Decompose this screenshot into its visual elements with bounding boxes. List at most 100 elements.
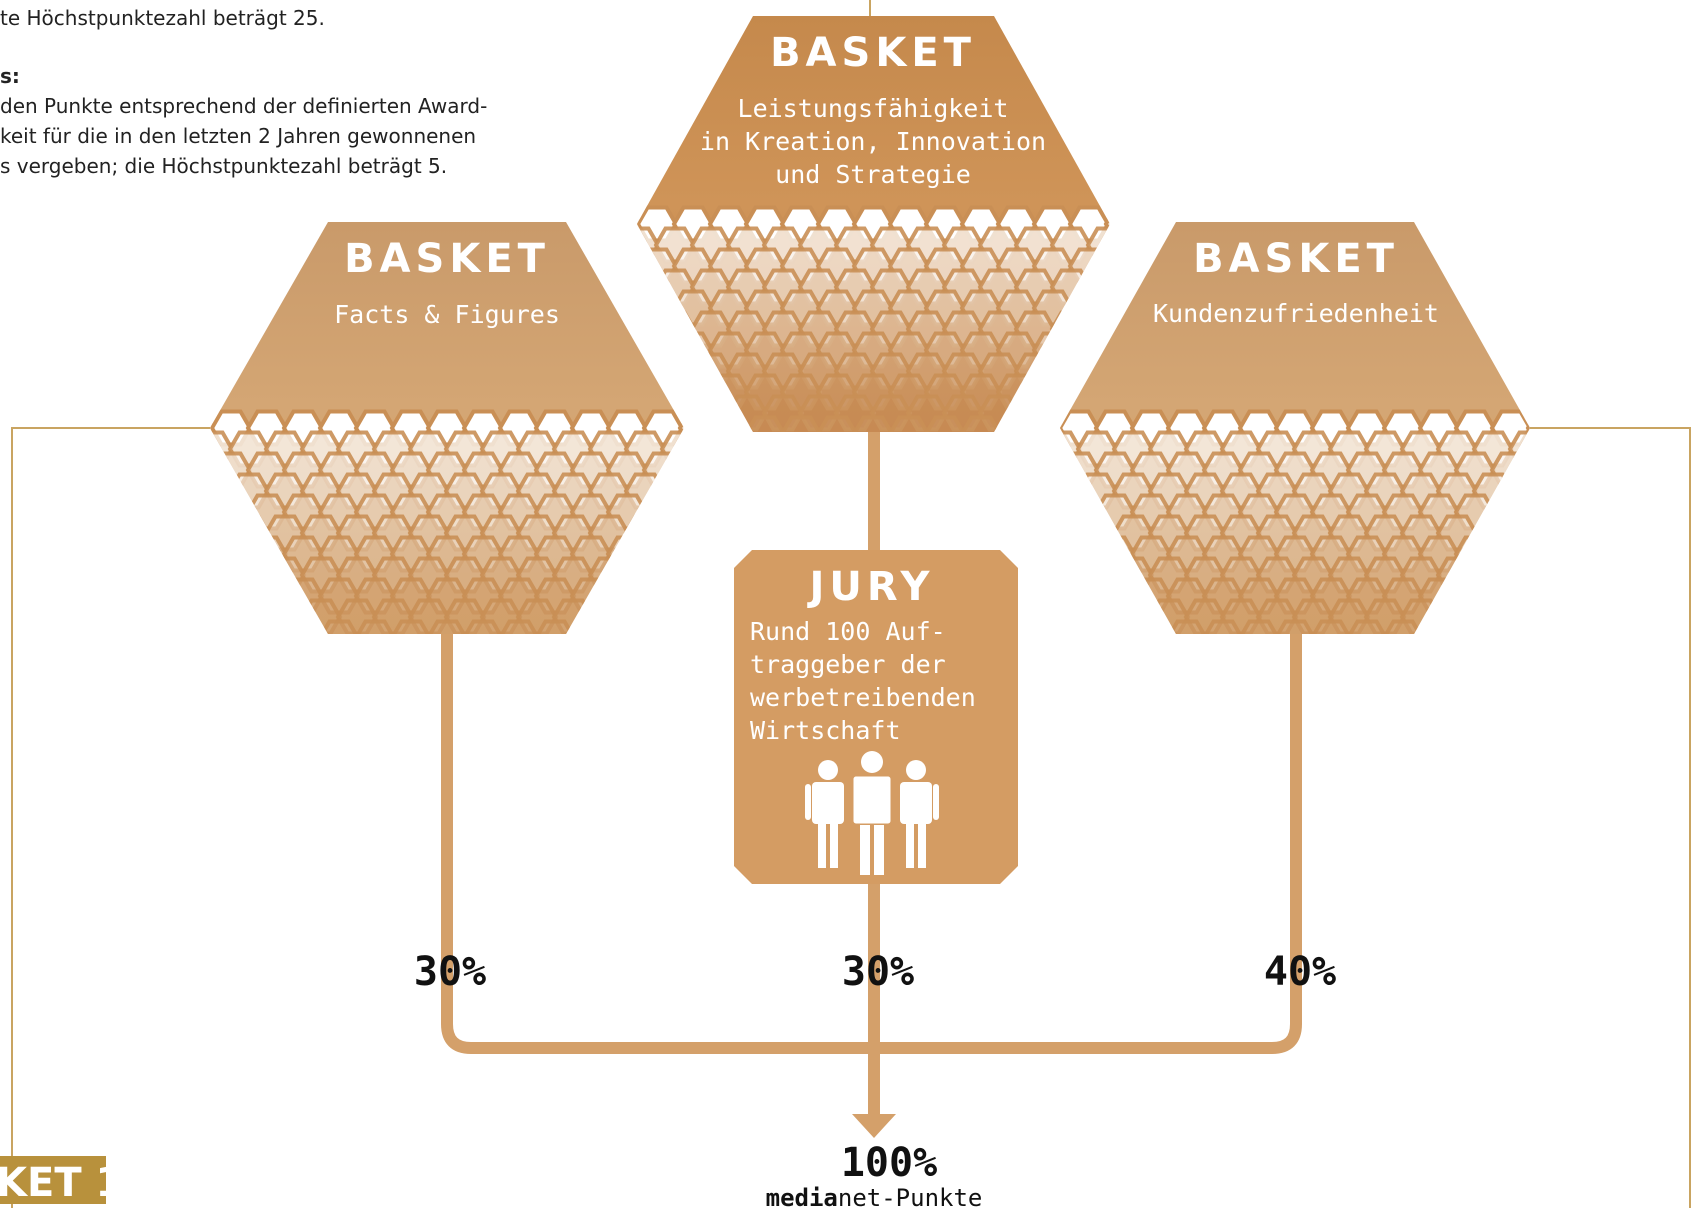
honeycomb-cell: [263, 556, 307, 594]
honeycomb-cell: [569, 535, 613, 573]
honeycomb-cell: [479, 514, 523, 552]
total-value: 100%: [841, 1140, 937, 1186]
honeycomb-cell: [1075, 514, 1119, 552]
honeycomb-cell: [779, 289, 823, 327]
honeycomb-cell: [1103, 205, 1110, 243]
honeycomb-cell: [479, 598, 523, 634]
honeycomb-cell: [944, 439, 982, 472]
honeycomb-cell: [641, 619, 684, 634]
honeycomb-cell: [482, 643, 520, 676]
honeycomb-cell: [1085, 268, 1110, 306]
honeycomb-cell: [653, 352, 697, 390]
honeycomb-cell: [1366, 643, 1404, 676]
honeycomb-cell: [335, 556, 379, 594]
honeycomb-cell: [584, 229, 622, 262]
honeycomb-cell: [1255, 556, 1299, 594]
honeycomb-cell: [692, 439, 730, 472]
honeycomb-cell: [158, 601, 196, 634]
honeycomb-cell: [1345, 577, 1389, 615]
honeycomb-cell: [833, 268, 877, 306]
honeycomb-cell: [353, 535, 397, 573]
honeycomb-cell: [728, 439, 766, 472]
honeycomb-cell: [605, 619, 649, 634]
honeycomb-cell: [210, 493, 217, 531]
honeycomb-cell: [887, 373, 931, 411]
honeycomb-cell: [1114, 643, 1152, 676]
honeycomb-cell: [851, 331, 895, 369]
honeycomb-cell: [1237, 577, 1281, 615]
honeycomb-cell: [1402, 643, 1440, 676]
intro-line: te Höchstpunktezahl beträgt 25.: [0, 6, 325, 30]
honeycomb-cell: [725, 310, 769, 348]
honeycomb-cell: [338, 643, 376, 676]
honeycomb-cell: [407, 514, 451, 552]
honeycomb-cell: [815, 373, 859, 411]
honeycomb-cell: [353, 619, 397, 634]
honeycomb-cell: [425, 619, 469, 634]
honeycomb-cell: [1219, 514, 1263, 552]
honeycomb-cell: [959, 373, 1003, 411]
honeycomb-cell: [1165, 577, 1209, 615]
honeycomb-cell: [443, 514, 487, 552]
honeycomb-cell: [800, 439, 838, 472]
intro-line: s vergeben; die Höchstpunktezahl beträgt…: [0, 154, 448, 178]
honeycomb-cell: [281, 493, 325, 531]
honeycomb-cell: [1546, 559, 1584, 592]
honeycomb-cell: [605, 535, 649, 573]
honeycomb-cell: [637, 205, 643, 243]
honeycomb-cell: [587, 598, 631, 634]
honeycomb-cell: [815, 331, 859, 369]
honeycomb-cell: [623, 556, 667, 594]
honeycomb-cell: [210, 514, 235, 552]
honeycomb-cell: [1273, 619, 1317, 634]
honeycomb-cell: [779, 373, 823, 411]
honeycomb-cell: [1129, 493, 1173, 531]
honeycomb-cell: [1016, 439, 1054, 472]
honeycomb-cell: [227, 556, 271, 594]
honeycomb-cell: [1291, 598, 1335, 634]
honeycomb-cell: [1507, 598, 1530, 634]
honeycomb-cell: [245, 535, 289, 573]
honeycomb-cell: [1049, 310, 1093, 348]
basket-subtitle: Kundenzufriedenheit: [1153, 299, 1439, 328]
honeycomb-cell: [851, 373, 895, 411]
arrow-down-icon: [852, 1114, 896, 1138]
honeycomb-cell: [869, 394, 913, 432]
honeycomb-cell: [407, 556, 451, 594]
honeycomb-cell: [443, 472, 487, 510]
honeycomb-cell: [869, 310, 913, 348]
honeycomb-cell: [1049, 352, 1093, 390]
honeycomb-cell: [653, 310, 697, 348]
honeycomb-cell: [461, 577, 505, 615]
honeycomb-cell: [1060, 493, 1101, 531]
honeycomb-cell: [1060, 451, 1065, 489]
honeycomb-cell: [923, 373, 967, 411]
honeycomb-cell: [698, 475, 736, 508]
honeycomb-cell: [689, 394, 733, 432]
honeycomb-cell: [923, 415, 967, 432]
basket-badge: KET 1: [0, 1156, 123, 1206]
honeycomb-cell: [1291, 556, 1335, 594]
honeycomb-cell: [659, 598, 684, 634]
honeycomb-cell: [533, 493, 577, 531]
honeycomb-cell: [1399, 556, 1443, 594]
honeycomb-cell: [1345, 493, 1389, 531]
honeycomb-cell: [1006, 475, 1044, 508]
total-label-rest: net-Punkte: [838, 1184, 983, 1208]
honeycomb-cell: [941, 310, 985, 348]
honeycomb-cell: [707, 415, 751, 432]
honeycomb-cell: [637, 226, 661, 264]
honeycomb-cell: [1327, 472, 1371, 510]
honeycomb-cell: [677, 409, 684, 447]
honeycomb-cell: [1417, 493, 1461, 531]
honeycomb-cell: [158, 433, 196, 466]
honeycomb-cell: [641, 535, 684, 573]
basket-subtitle: in Kreation, Innovation: [700, 127, 1046, 156]
honeycomb-cell: [1060, 619, 1101, 634]
honeycomb-cell: [1381, 493, 1425, 531]
honeycomb-cell: [371, 472, 415, 510]
honeycomb-cell: [1042, 643, 1080, 676]
honeycomb-cell: [1507, 472, 1530, 510]
honeycomb-cell: [1309, 493, 1353, 531]
basket-title: BASKET: [770, 30, 976, 76]
